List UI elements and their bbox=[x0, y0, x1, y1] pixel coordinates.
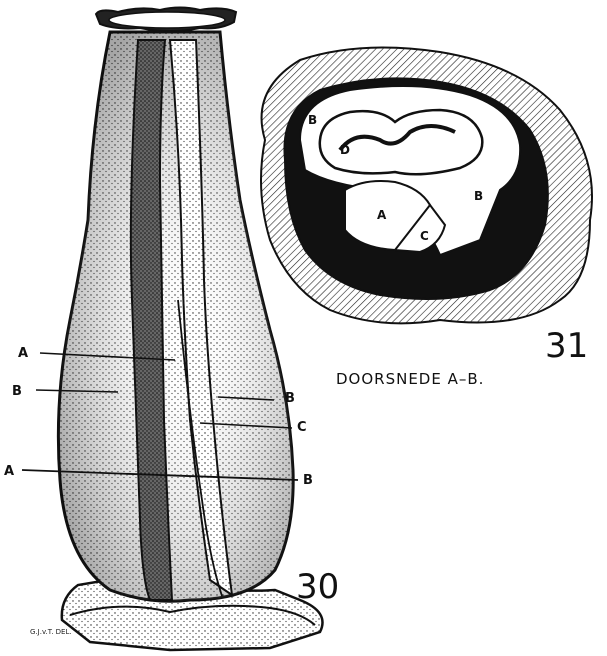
label-section-a: A bbox=[4, 464, 14, 479]
label-b-left: B bbox=[12, 384, 22, 399]
label-section-b: B bbox=[303, 473, 313, 488]
artist-signature: G.J.v.T. DEL. bbox=[30, 628, 72, 636]
label-c: C bbox=[297, 420, 307, 435]
label-b-right: B bbox=[285, 391, 295, 406]
section-label-a: A bbox=[377, 208, 387, 222]
figure-31-caption: DOORSNEDE A–B. bbox=[336, 370, 484, 388]
section-label-b-right: B bbox=[474, 189, 483, 203]
label-a: A bbox=[18, 346, 28, 361]
section-label-b-top: B bbox=[308, 113, 317, 127]
figure-30-number: 30 bbox=[296, 567, 339, 607]
section-label-c: C bbox=[420, 229, 429, 243]
section-label-d: D bbox=[340, 143, 350, 157]
figure-31-cross-section: B D A B C 31 DOORSNEDE A–B. bbox=[261, 48, 592, 389]
figure-31-number: 31 bbox=[545, 326, 588, 366]
